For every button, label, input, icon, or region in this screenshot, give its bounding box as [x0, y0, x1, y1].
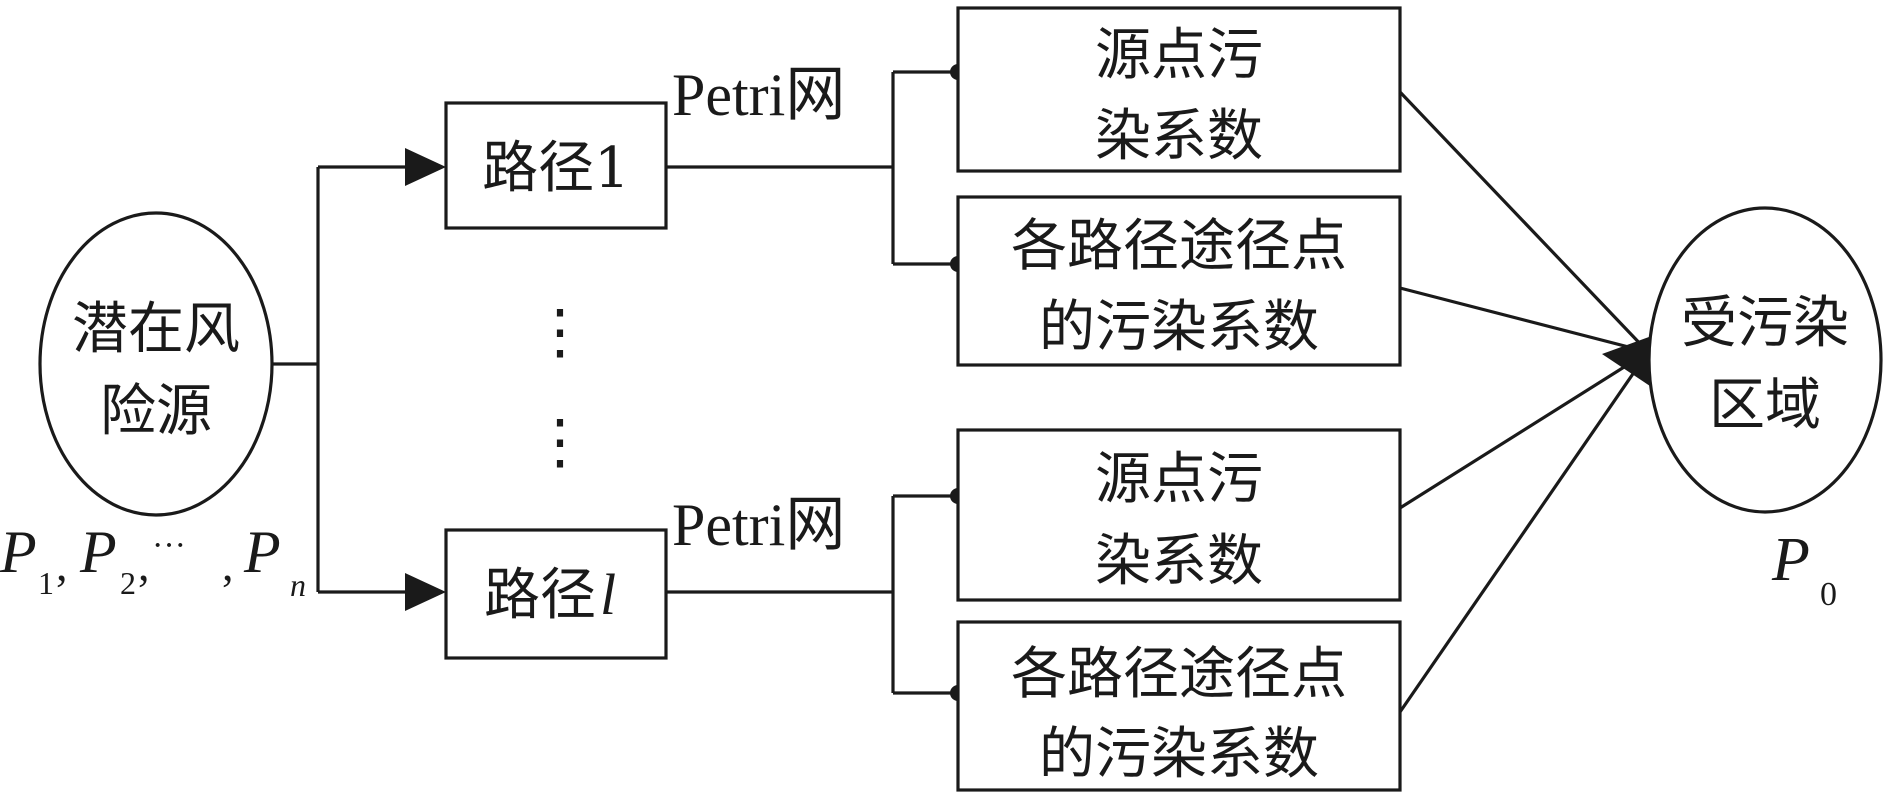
upper-source-factor-box: 源点污 染系数: [956, 6, 1402, 173]
petri-net-label-top: Petri网: [672, 62, 845, 128]
path-1-label: 路径1: [482, 136, 630, 201]
path-ellipsis-upper: ⋮: [530, 299, 590, 365]
lower-route-factor-line2: 的污染系数: [1039, 722, 1319, 787]
target-node-line1: 受污染: [1681, 291, 1849, 356]
source-param-pn: P: [243, 519, 281, 585]
lower-source-factor-box: 源点污 染系数: [956, 428, 1402, 602]
arrow-line-lower-route: [1398, 351, 1650, 713]
target-node-ellipse: [1647, 206, 1883, 514]
path-ellipsis: ⋮ ⋮: [530, 299, 590, 475]
target-node: 受污染 区域: [1647, 206, 1883, 514]
source-node-line2: 险源: [100, 379, 212, 444]
upper-route-factor-rect: [956, 195, 1402, 367]
target-param-sub: 0: [1820, 576, 1837, 613]
lower-route-factor-rect: [956, 620, 1402, 792]
lower-net-connector: [666, 488, 966, 701]
target-node-line2: 区域: [1709, 373, 1821, 438]
source-param-ellipsis: ···: [152, 527, 186, 564]
source-param-subn: n: [290, 567, 306, 603]
source-param-sub1: 1: [38, 565, 54, 601]
upper-source-factor-line1: 源点污: [1095, 23, 1263, 88]
arrow-line-lower-source: [1399, 350, 1649, 510]
petri-net-label-bottom: Petri网: [672, 492, 845, 558]
path-l-rect: [444, 528, 668, 660]
path-ellipsis-lower: ⋮: [530, 409, 590, 475]
upper-source-factor-rect: [956, 6, 1402, 173]
path-l-variable: l: [600, 562, 616, 627]
upper-route-factor-line1: 各路径途径点: [1011, 214, 1347, 279]
source-params: P 1 , P 2 , ··· , P n: [0, 519, 306, 603]
lower-route-factor-line1: 各路径途径点: [1011, 642, 1347, 707]
path-l-box: 路径 l: [444, 528, 668, 660]
upper-source-factor-line2: 染系数: [1095, 104, 1263, 169]
lower-route-factor-box: 各路径途径点 的污染系数: [956, 620, 1402, 792]
arrow-to-path1: [405, 148, 446, 186]
upper-route-factor-line2: 的污染系数: [1039, 295, 1319, 360]
arrow-line-upper-source: [1398, 90, 1650, 354]
source-node-line1: 潜在风: [72, 297, 240, 362]
source-param-p2: P: [79, 519, 117, 585]
path-l-label: 路径: [484, 563, 596, 628]
path-1-box: 路径1: [444, 101, 668, 230]
source-param-comma1: ,: [56, 539, 68, 590]
lower-source-factor-line2: 染系数: [1095, 529, 1263, 594]
source-param-sub2: 2: [120, 565, 136, 601]
source-node: 潜在风 险源: [38, 211, 274, 517]
target-param-p: P: [1771, 526, 1810, 594]
lower-source-factor-line1: 源点污: [1095, 447, 1263, 512]
source-node-ellipse: [38, 211, 274, 517]
path-1-rect: [444, 101, 668, 230]
arrow-to-pathl: [405, 573, 446, 611]
source-branch-connector: [272, 148, 446, 611]
source-param-comma2: ,: [138, 539, 150, 590]
arrow-line-upper-route: [1399, 286, 1649, 354]
target-param: P 0: [1771, 526, 1837, 613]
upper-route-factor-box: 各路径途径点 的污染系数: [956, 195, 1402, 367]
lower-source-factor-rect: [956, 428, 1402, 602]
source-param-p1: P: [0, 519, 37, 585]
source-param-comma3: ,: [222, 539, 234, 590]
converging-arrows: [1398, 90, 1668, 713]
